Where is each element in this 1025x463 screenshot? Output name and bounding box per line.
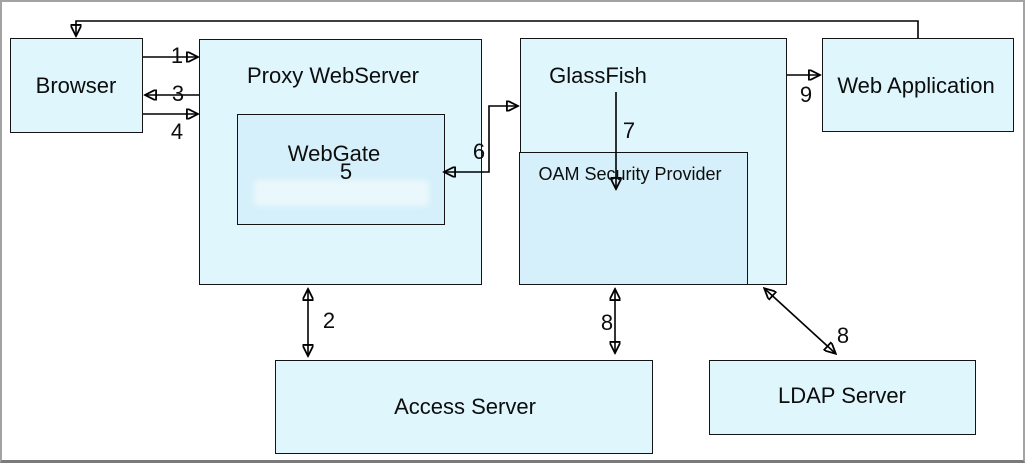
node-webgate — [237, 114, 445, 225]
edge-webapp-to-browser-return — [76, 20, 919, 38]
node-oam-security-provider — [519, 152, 748, 285]
node-access-server — [275, 360, 653, 454]
node-browser — [10, 38, 143, 133]
webgate-artifact-smudge — [254, 180, 429, 206]
proxy-webserver-label: Proxy WebServer — [247, 63, 419, 88]
step-label-5: 5 — [339, 159, 353, 184]
step-label-3: 3 — [171, 81, 185, 106]
step-label-6: 6 — [472, 139, 486, 164]
step-label-2: 2 — [322, 308, 336, 333]
edge-step8-glassfish-ldap-server — [765, 289, 835, 353]
browser-label: Browser — [35, 73, 117, 98]
node-ldap-server — [709, 360, 976, 435]
node-web-application — [822, 38, 1014, 132]
webgate-label: WebGate — [287, 141, 381, 166]
step-label-1: 1 — [170, 43, 184, 68]
step-label-4: 4 — [170, 119, 184, 144]
step-label-9: 9 — [799, 82, 813, 107]
oam-security-provider-label: OAM Security Provider — [538, 164, 722, 184]
step-label-7: 7 — [622, 118, 636, 143]
access-server-label: Access Server — [394, 394, 536, 419]
ldap-server-label: LDAP Server — [778, 383, 906, 408]
glassfish-label: GlassFish — [549, 63, 647, 88]
web-application-label: Web Application — [837, 73, 995, 98]
step-label-8-ldap: 8 — [836, 323, 850, 348]
step-label-8-access: 8 — [600, 310, 614, 335]
